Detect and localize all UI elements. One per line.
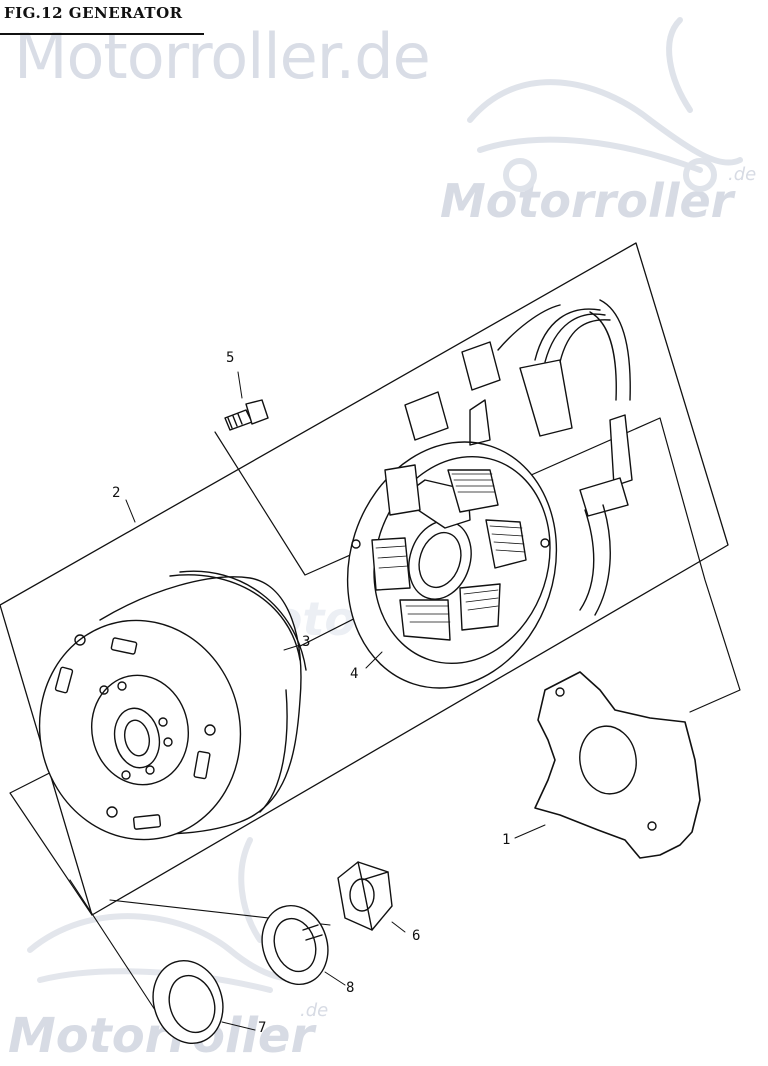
flywheel-rotor <box>38 570 307 841</box>
pulser-plate-pin-lower <box>647 821 657 831</box>
callout-5: 5 <box>226 350 235 366</box>
callout-2: 2 <box>112 485 121 501</box>
watermark-suffix-bottom: .de <box>300 1000 329 1021</box>
pulser-plate-hole <box>579 725 637 795</box>
scooter-logo-watermark-top <box>467 17 743 192</box>
hex-nut <box>337 861 393 931</box>
pulser-plate <box>534 671 701 859</box>
watermark-suffix-right: .de <box>728 164 757 185</box>
watermark-brand-right: Motorroller <box>440 174 734 228</box>
callout-4: 4 <box>350 666 359 682</box>
stator-bracket-lines <box>214 417 741 713</box>
callout-1: 1 <box>502 832 511 848</box>
pulser-plate-pin <box>555 687 565 697</box>
watermark-text: Motorroller.de <box>14 20 431 93</box>
callout-leaders <box>125 371 546 1031</box>
callout-8: 8 <box>346 980 355 996</box>
assembly-frame <box>0 242 729 916</box>
flat-washer <box>152 959 224 1045</box>
title-underline <box>0 33 204 35</box>
stator-assembly <box>346 299 633 689</box>
figure-title: FIG.12 GENERATOR <box>4 4 183 22</box>
callout-3: 3 <box>302 634 311 650</box>
callout-7: 7 <box>258 1020 267 1036</box>
callout-6: 6 <box>412 928 421 944</box>
screw <box>224 399 269 431</box>
spring-washer <box>261 904 329 986</box>
